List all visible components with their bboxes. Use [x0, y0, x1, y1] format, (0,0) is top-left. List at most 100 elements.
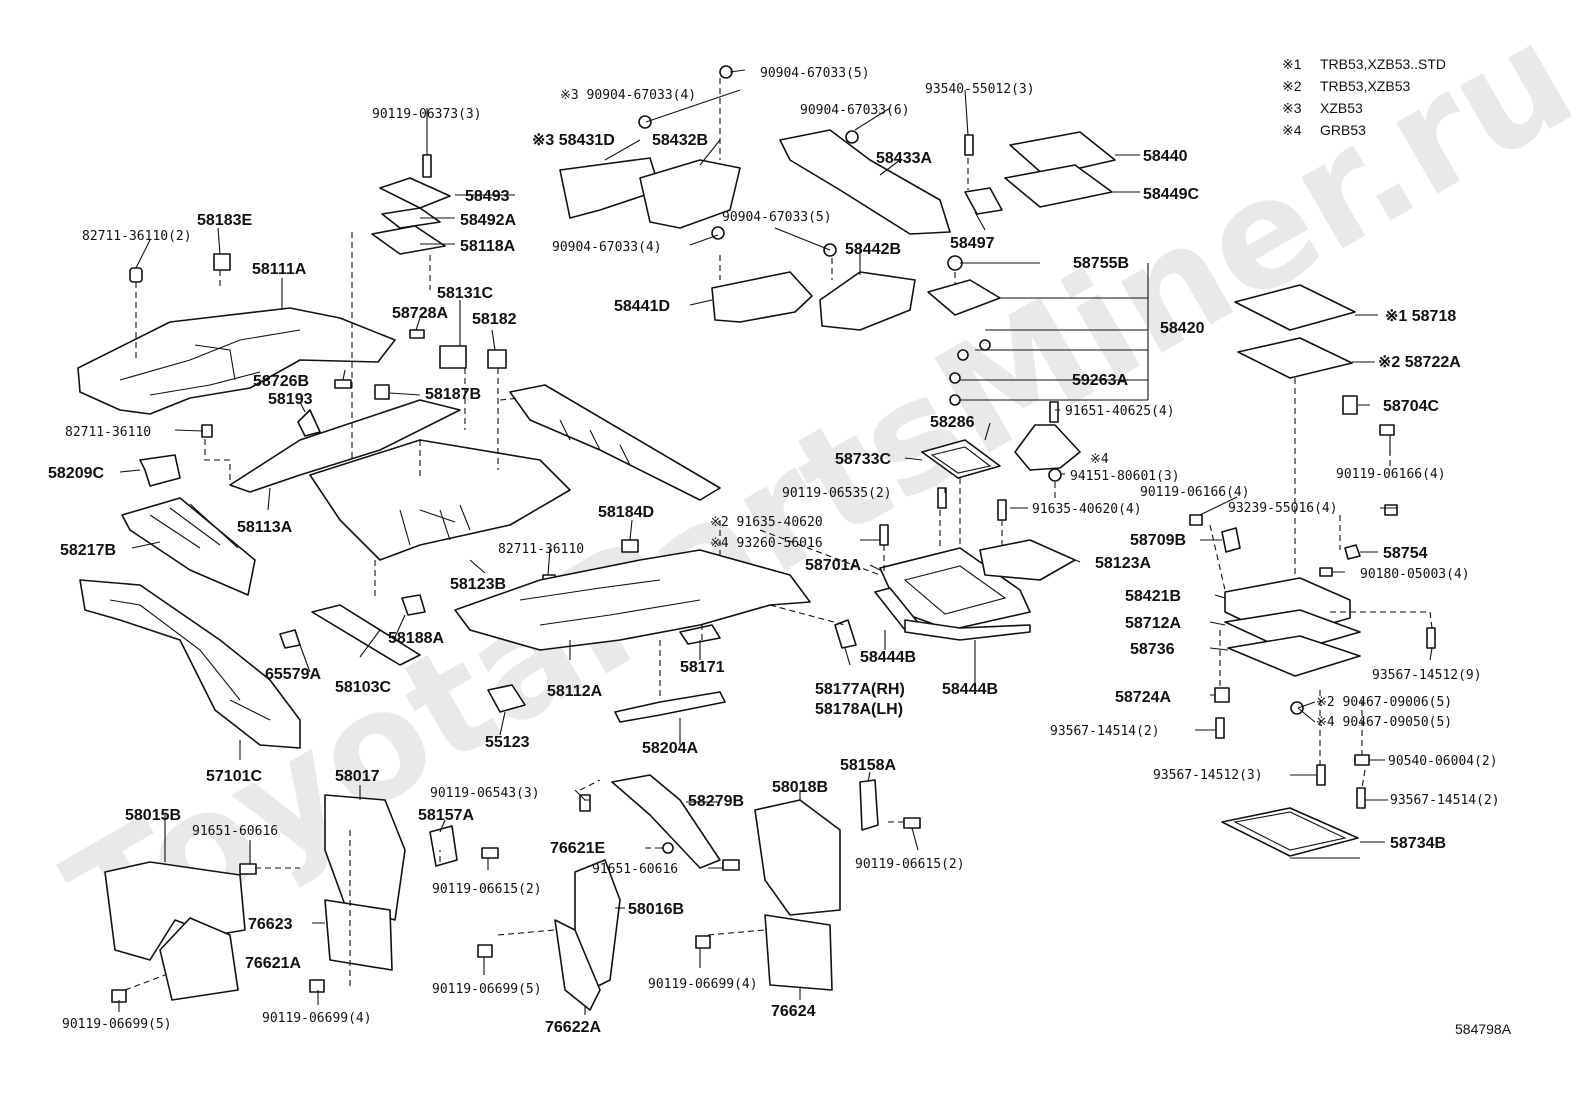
label-58497: 58497	[950, 235, 995, 252]
label-58444B-b: 58444B	[942, 681, 998, 698]
clip-90180	[1319, 567, 1333, 577]
bolt-76621E	[662, 842, 674, 854]
label-58158A: 58158A	[840, 757, 896, 774]
nut-90467	[1290, 701, 1304, 715]
label-76622A: 76622A	[545, 1019, 601, 1036]
note-3-text: XZB53	[1320, 100, 1363, 116]
label-58444B-a: 58444B	[860, 649, 916, 666]
guard-58279B	[611, 774, 721, 869]
bolt-93567-14512-3	[1316, 764, 1326, 786]
panel-58440	[1009, 131, 1116, 177]
label-90119-06535: 90119-06535(2)	[782, 486, 892, 501]
label-58712A: 58712A	[1125, 615, 1181, 632]
member-58103C	[311, 604, 421, 666]
bolt-93567-14512-9	[1426, 627, 1436, 649]
label-93567-14514-2b: 93567-14514(2)	[1390, 793, 1500, 808]
label-58701A: 58701A	[805, 557, 861, 574]
label-58183E: 58183E	[197, 212, 252, 229]
clip-59263A	[949, 372, 961, 384]
label-76621A: 76621A	[245, 955, 301, 972]
label-58733C: 58733C	[835, 451, 891, 468]
note-3-mark: ※3	[1282, 100, 1302, 116]
bolt-91651-60616-b	[722, 859, 740, 871]
cover-58432B	[639, 159, 741, 229]
bracket-58158A	[859, 779, 879, 831]
mat-58718	[1234, 284, 1356, 331]
label-58432B: 58432B	[652, 132, 708, 149]
label-82711-36110-2: 82711-36110(2)	[82, 229, 192, 244]
part-labels: 58111A 58183E 82711-36110(2) 90119-06373…	[48, 66, 1500, 1036]
label-58718: ※1 58718	[1385, 308, 1456, 325]
rear-pan-58112A	[454, 549, 811, 651]
label-90540-06004: 90540-06004(2)	[1388, 754, 1498, 769]
label-93567-14512-9: 93567-14512(9)	[1372, 668, 1482, 683]
label-90119-06615-b: 90119-06615(2)	[855, 857, 965, 872]
note-2-mark: ※2	[1282, 78, 1302, 94]
label-90904-67033-6: 90904-67033(6)	[800, 103, 910, 118]
label-58421B: 58421B	[1125, 588, 1181, 605]
clip-82711-b	[201, 424, 213, 438]
label-76621E: 76621E	[550, 840, 605, 857]
seal-58734B	[1221, 807, 1359, 857]
label-58184D: 58184D	[598, 504, 654, 521]
tunnel-cover-58433A	[779, 129, 951, 235]
label-90119-06166-b: 90119-06166(4)	[1140, 485, 1250, 500]
bolt-90119-06373	[422, 154, 432, 178]
label-65579A: 65579A	[265, 666, 321, 683]
bracket-58157A	[429, 825, 458, 867]
note-1-text: TRB53,XZB53..STD	[1320, 56, 1446, 72]
label-91651-60616-a: 91651-60616	[192, 824, 278, 839]
label-58217B: 58217B	[60, 542, 116, 559]
member-58444B-b	[904, 619, 1031, 641]
label-58111A: 58111A	[252, 261, 307, 278]
label-58171: 58171	[680, 659, 725, 676]
part-shapes	[77, 65, 1436, 1011]
bracket-58493	[379, 177, 451, 209]
screw-58420-b	[957, 349, 969, 361]
label-58431D: ※3 58431D	[532, 132, 615, 149]
brace-58204A	[614, 691, 726, 723]
bracket-58131C	[439, 345, 467, 369]
crossmember-58113A	[229, 399, 461, 493]
label-58420: 58420	[1160, 320, 1205, 337]
label-58449C: 58449C	[1143, 186, 1199, 203]
label-90904-67033-5b: 90904-67033(5)	[722, 210, 832, 225]
label-55123: 55123	[485, 734, 530, 751]
clip-58755B	[947, 255, 963, 271]
label-91635-40620-4: 91635-40620(4)	[1032, 502, 1142, 517]
label-90119-06699-4a: 90119-06699(4)	[262, 1011, 372, 1026]
bolt-93239	[1384, 504, 1398, 516]
bolt-91635-40620-b	[997, 499, 1007, 521]
label-58286: 58286	[930, 414, 975, 431]
guard-76623	[324, 899, 393, 971]
label-93540-55012: 93540-55012(3)	[925, 82, 1035, 97]
label-58103C: 58103C	[335, 679, 391, 696]
label-58442B: 58442B	[845, 241, 901, 258]
seal-55123	[487, 684, 526, 713]
label-58017: 58017	[335, 768, 380, 785]
note-1-mark: ※1	[1282, 56, 1302, 72]
label-76624: 76624	[771, 1003, 816, 1020]
label-90119-06699-5a: 90119-06699(5)	[62, 1017, 172, 1032]
label-93567-14512-3: 93567-14512(3)	[1153, 768, 1263, 783]
note-4-text: GRB53	[1320, 122, 1366, 138]
clip-59263A-b	[949, 394, 961, 406]
plate-58118A	[371, 225, 446, 255]
nut-94151	[1048, 468, 1062, 482]
guard-76624	[764, 914, 833, 991]
label-58722A: ※2 58722A	[1378, 354, 1461, 371]
panel-58123A	[979, 539, 1076, 581]
label-58187B: 58187B	[425, 386, 481, 403]
bolt-91635-40620-a	[879, 524, 889, 546]
label-58734B: 58734B	[1390, 835, 1446, 852]
frame-57101C	[79, 579, 301, 749]
panel-58217B	[121, 497, 256, 596]
spacer-58724A	[1214, 687, 1230, 703]
label-90119-06373: 90119-06373(3)	[372, 107, 482, 122]
label-58112A: 58112A	[547, 683, 603, 700]
label-82711-36110-b: 82711-36110	[65, 425, 151, 440]
bracket-58187B	[374, 384, 390, 400]
bolt-90119-06699-c	[477, 944, 493, 958]
label-93567-14514-2a: 93567-14514(2)	[1050, 724, 1160, 739]
